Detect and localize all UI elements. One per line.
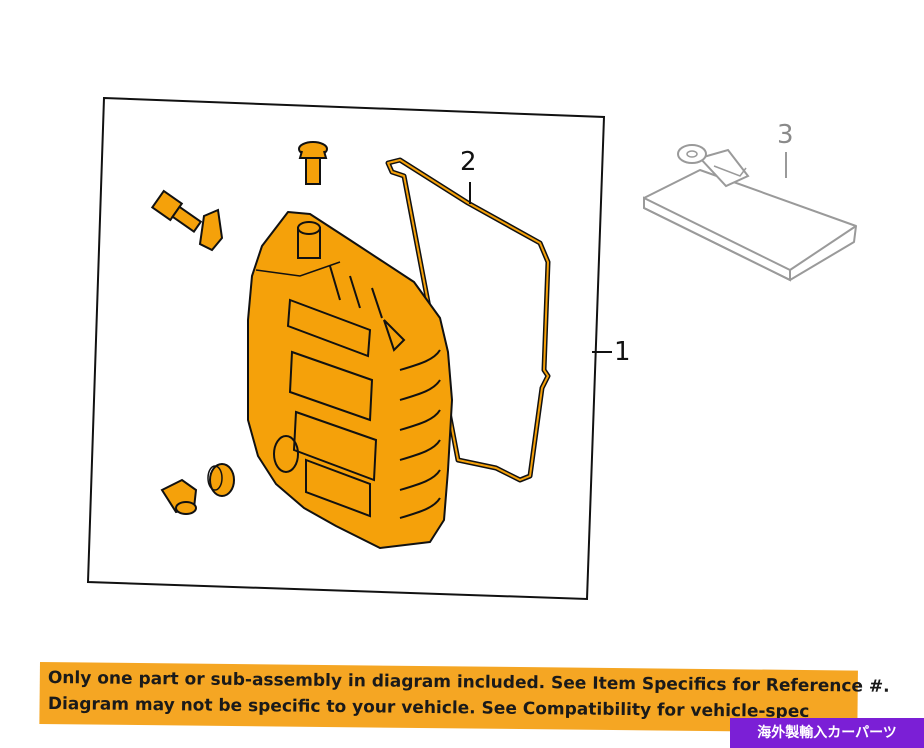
callout-1: 1 [614, 337, 631, 367]
drain-plug [160, 478, 198, 515]
parts-diagram [86, 96, 857, 601]
transmission-oil-pan [247, 211, 453, 549]
seller-watermark: 海外製輸入カーパーツ [730, 718, 924, 748]
pan-bolt [298, 141, 328, 185]
callout-2: 2 [460, 147, 477, 177]
clip [198, 208, 224, 252]
drain-bolt [150, 189, 203, 234]
filter [643, 144, 857, 282]
plug-seal [207, 463, 235, 497]
assembly-frame [86, 96, 606, 601]
callout-3: 3 [777, 120, 794, 150]
